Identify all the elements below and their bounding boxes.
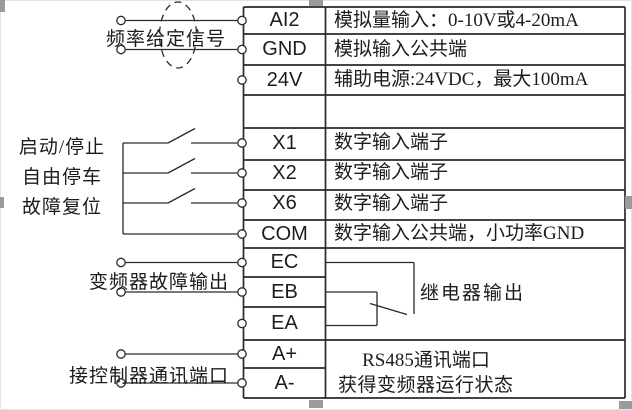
start-stop-label: 启动/停止	[18, 137, 106, 158]
terminal-circle-icon	[237, 318, 247, 329]
terminal-circle-icon	[237, 138, 247, 148]
rs485-port-label: RS485通讯端口	[362, 350, 490, 371]
terminal-circle-icon	[116, 44, 126, 55]
selection-handle-right-middle[interactable]	[625, 196, 632, 209]
terminal-circle-icon	[116, 287, 126, 297]
terminal-circle-icon	[237, 378, 247, 388]
terminal-circle-icon	[237, 44, 247, 55]
switch-x2-icon	[123, 157, 237, 174]
terminal-circle-icon	[116, 378, 126, 388]
terminal-a-plus: A+	[271, 343, 298, 365]
terminal-circle-icon	[237, 198, 247, 208]
terminal-com: COM	[261, 223, 308, 245]
frequency-signal-label: 频率给定信号	[105, 29, 226, 50]
terminal-circle-icon	[116, 257, 126, 268]
coast-stop-label: 自由停车	[21, 167, 102, 188]
desc-x1: 数字输入端子	[334, 132, 449, 153]
selection-handle-top-left[interactable]	[0, 0, 5, 12]
terminal-circle-icon	[237, 75, 247, 85]
rs485-cell: RS485通讯端口 获得变频器运行状态	[338, 348, 514, 398]
terminal-circles	[116, 15, 247, 388]
terminal-a-minus: A-	[274, 372, 295, 394]
desc-ai2: 模拟量输入：0-10V或4-20mA	[334, 9, 579, 31]
terminal-circle-icon	[237, 287, 247, 297]
desc-x2: 数字输入端子	[334, 162, 449, 183]
selection-handle-top-center[interactable]	[309, 0, 323, 6]
relay-output-label: 继电器输出	[420, 283, 526, 304]
switch-x1-icon	[123, 127, 237, 144]
terminal-x2: X2	[272, 162, 297, 184]
terminal-table-grid	[242, 6, 626, 399]
terminal-ec: EC	[270, 251, 299, 273]
potentiometer-icon	[158, 1, 198, 69]
relay-contact-icon	[325, 261, 415, 327]
terminal-24v: 24V	[266, 69, 303, 91]
selection-handle-bottom-center[interactable]	[309, 400, 323, 408]
terminal-x1: X1	[272, 132, 297, 154]
terminal-circle-icon	[237, 349, 247, 359]
terminal-ea: EA	[271, 312, 298, 334]
terminal-circle-icon	[116, 349, 126, 359]
terminal-eb: EB	[271, 281, 298, 303]
terminal-circle-icon	[237, 229, 247, 239]
terminal-circle-icon	[237, 168, 247, 178]
selection-handle-bottom-right[interactable]	[619, 401, 632, 409]
fault-output-label: 变频器故障输出	[88, 272, 229, 293]
comm-port-label: 接控制器通讯端口	[68, 366, 229, 387]
terminal-circle-icon	[237, 15, 247, 26]
terminal-gnd: GND	[262, 38, 307, 60]
terminal-ai2: AI2	[269, 9, 300, 31]
desc-com: 数字输入公共端，小功率GND	[334, 223, 585, 244]
terminal-circle-icon	[237, 257, 247, 268]
fault-reset-label: 故障复位	[21, 197, 102, 218]
terminal-circle-icon	[116, 15, 126, 26]
left-wiring	[122, 1, 238, 384]
selection-handle-left-middle[interactable]	[0, 197, 4, 208]
rs485-status-label: 获得变频器运行状态	[338, 375, 514, 396]
desc-24v: 辅助电源:24VDC，最大100mA	[334, 69, 589, 90]
desc-x6: 数字输入端子	[334, 193, 449, 214]
terminal-x6: X6	[272, 192, 297, 214]
switch-x6-icon	[123, 187, 237, 204]
desc-gnd: 模拟输入公共端	[334, 39, 468, 60]
